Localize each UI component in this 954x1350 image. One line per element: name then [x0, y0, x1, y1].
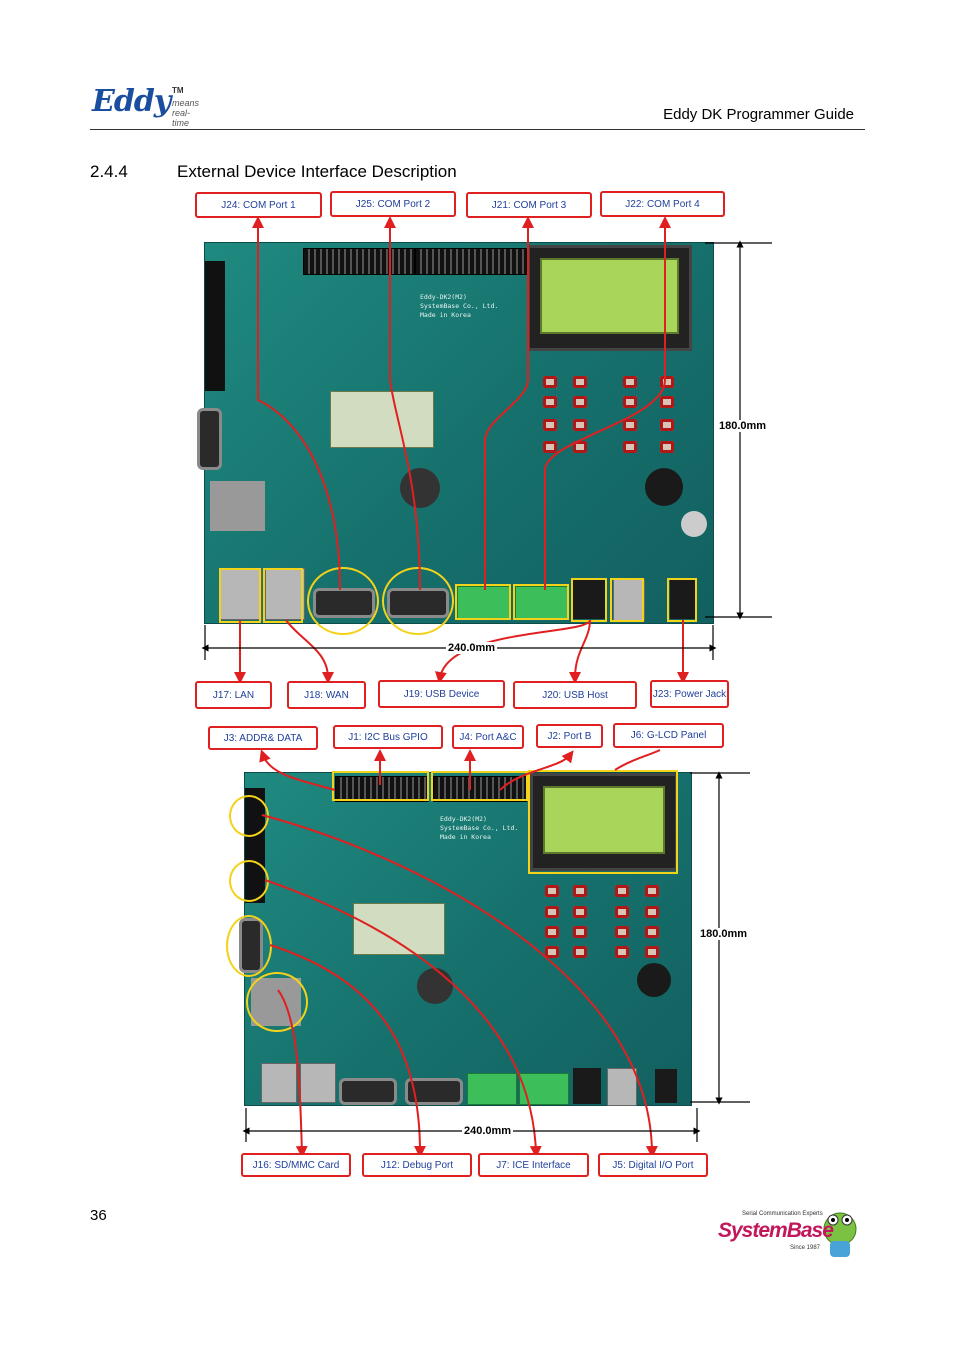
brand-name: SystemBase — [718, 1219, 834, 1242]
power-jack — [670, 579, 695, 619]
dim-width-2: 240.0mm — [462, 1125, 514, 1137]
page-number: 36 — [90, 1207, 107, 1224]
highlight-usb-host — [610, 578, 644, 622]
board-silkscreen: Eddy-DK2(M2) SystemBase Co., Ltd. Made i… — [440, 815, 519, 841]
label-j23-power-jack: J23: Power Jack — [650, 680, 729, 708]
cpu-module — [353, 903, 445, 955]
lcd-panel — [530, 773, 678, 871]
capacitor — [681, 511, 707, 537]
dim-height-1: 180.0mm — [717, 420, 769, 432]
rj45-lan — [261, 1063, 297, 1103]
highlight-j6 — [528, 770, 678, 874]
label-j22-com-port-4: J22: COM Port 4 — [600, 191, 725, 217]
cpu-module — [330, 391, 434, 448]
label-j4-port-ac: J4: Port A&C — [452, 725, 524, 749]
rj45-lan — [220, 568, 262, 620]
label-j20-usb-host: J20: USB Host — [513, 681, 637, 709]
dim-height-2: 180.0mm — [698, 928, 750, 940]
battery — [417, 968, 453, 1004]
label-j12-debug-port: J12: Debug Port — [362, 1153, 472, 1177]
buzzer — [645, 468, 683, 506]
highlight-j16 — [246, 972, 308, 1032]
header-rule — [90, 129, 865, 130]
pin-header-j1 — [335, 776, 429, 802]
power-jack — [655, 1069, 677, 1103]
highlight-j4 — [431, 771, 528, 801]
highlight-com3 — [455, 584, 511, 620]
dsub-com1 — [339, 1078, 397, 1105]
label-j3-addr-data: J3: ADDR& DATA — [208, 726, 318, 750]
label-j19-usb-device: J19: USB Device — [378, 680, 505, 708]
systembase-logo: Serial Communication Experts SystemBase … — [710, 1205, 860, 1263]
buzzer — [637, 963, 671, 997]
pin-header — [303, 248, 415, 275]
label-j2-port-b: J2: Port B — [536, 724, 603, 748]
highlight-com4 — [513, 584, 569, 620]
side-dsub — [197, 408, 222, 470]
label-j24-com-port-1: J24: COM Port 1 — [195, 192, 322, 218]
logo-tag-realtime: real-time — [172, 108, 191, 128]
highlight-com1 — [307, 567, 379, 635]
section-number: 2.4.4 — [90, 162, 128, 181]
highlight-com2 — [382, 567, 454, 635]
sd-slot — [210, 481, 265, 531]
board-photo-1: Eddy-DK2(M2) SystemBase Co., Ltd. Made i… — [197, 243, 713, 623]
label-j25-com-port-2: J25: COM Port 2 — [330, 191, 456, 217]
brand-tagline: Serial Communication Experts — [742, 1211, 823, 1217]
rj45-wan — [300, 1063, 336, 1103]
label-j17-lan: J17: LAN — [195, 681, 272, 709]
label-j7-ice-interface: J7: ICE Interface — [478, 1153, 589, 1177]
brand-since: Since 1987 — [790, 1245, 821, 1251]
label-j16-sd-mmc-card: J16: SD/MMC Card — [241, 1153, 351, 1177]
label-j1-i2c-bus-gpio: J1: I2C Bus GPIO — [333, 725, 443, 749]
logo-tag-means: means — [172, 98, 200, 108]
side-header — [205, 261, 225, 391]
dim-width-1: 240.0mm — [446, 642, 498, 654]
usb-host — [607, 1068, 637, 1106]
terminal-com4 — [515, 586, 569, 620]
pin-header-j4 — [433, 776, 527, 802]
terminal-com3 — [467, 1073, 517, 1105]
pin-header — [415, 248, 527, 275]
label-j6-g-lcd-panel: J6: G-LCD Panel — [613, 723, 724, 748]
label-j21-com-port-3: J21: COM Port 3 — [466, 192, 592, 218]
board-silkscreen: Eddy-DK2(M2) SystemBase Co., Ltd. Made i… — [420, 293, 499, 319]
highlight-wan — [263, 568, 303, 623]
document-title: Eddy DK Programmer Guide — [663, 106, 854, 123]
frog-mascot-icon — [823, 1212, 857, 1257]
section-title: External Device Interface Description — [177, 162, 457, 181]
usb-device — [573, 1068, 601, 1104]
usb-device — [573, 579, 605, 619]
figure-2-arrows — [242, 749, 750, 1158]
terminal-com3 — [457, 586, 511, 620]
battery — [400, 468, 440, 508]
label-j5-digital-io-port: J5: Digital I/O Port — [598, 1153, 708, 1177]
label-j18-wan: J18: WAN — [287, 681, 366, 709]
